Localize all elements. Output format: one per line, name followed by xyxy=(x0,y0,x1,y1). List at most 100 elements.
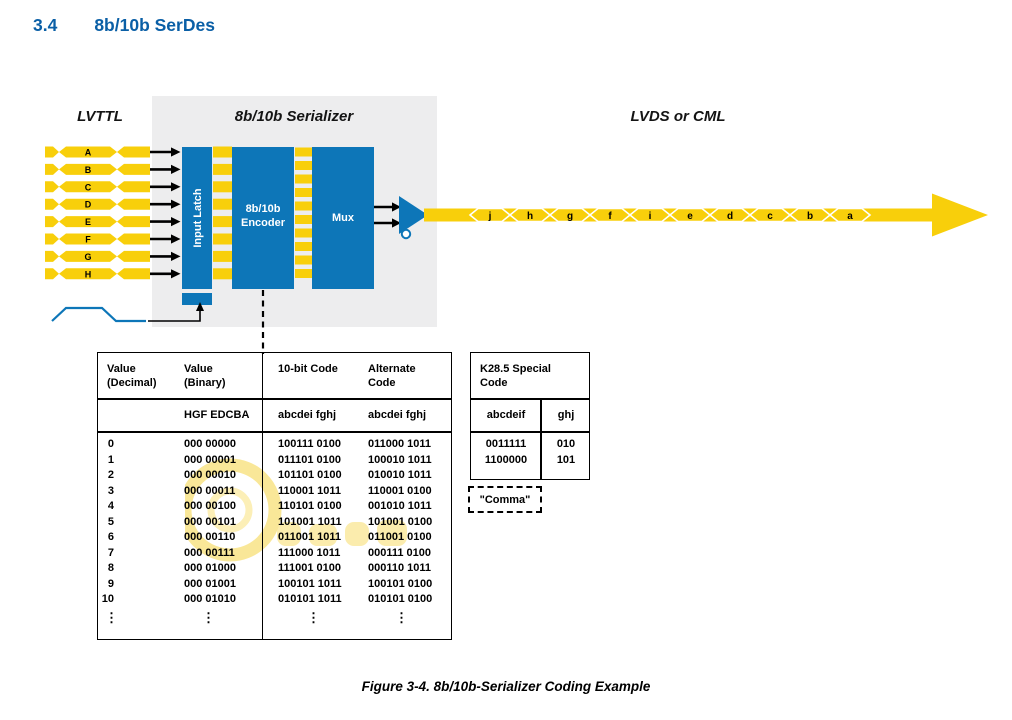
input-arrowhead-icon xyxy=(171,147,181,157)
table-cell: 100111 0100 xyxy=(278,438,342,450)
input-arrowhead-icon xyxy=(171,234,181,244)
section-number: 3.4 xyxy=(33,15,58,35)
subheader-code: abcdei fghj xyxy=(278,409,337,421)
bus-stripe xyxy=(295,174,312,184)
signal-stub xyxy=(117,198,150,210)
signal-stub xyxy=(45,163,59,175)
encoder-block xyxy=(232,147,294,289)
stream-cell-label: c xyxy=(767,211,773,222)
bus-stripe xyxy=(295,147,312,157)
serial-arrowhead xyxy=(932,193,988,237)
table-cell: 010010 1011 xyxy=(368,469,432,481)
ellipsis: ⋮ xyxy=(307,610,320,625)
mux-block xyxy=(312,147,374,289)
bus-stripe xyxy=(295,188,312,197)
table-cell: 5 xyxy=(107,515,114,528)
table-rule xyxy=(98,431,451,433)
col-header-decimal: Value(Decimal) xyxy=(107,363,157,389)
input-arrowhead-icon xyxy=(171,217,181,227)
bus-stripe xyxy=(213,268,232,280)
table-cell: 000 00011 xyxy=(184,484,236,497)
table-cell: 10 xyxy=(101,593,114,605)
table-cell: 011001 0100 xyxy=(368,531,432,543)
comma-label: "Comma" xyxy=(479,493,531,506)
table-cell: 000 01001 xyxy=(184,577,236,590)
table-cell: 111000 1011 xyxy=(278,546,341,559)
signal-stub xyxy=(45,146,59,158)
signal-stub xyxy=(117,268,150,280)
signal-stub xyxy=(45,216,59,228)
stream-cell-label: f xyxy=(608,211,612,222)
signal-label: C xyxy=(85,182,92,192)
ellipsis: ⋮ xyxy=(202,610,215,625)
ellipsis-row: ⋮ ⋮ ⋮ ⋮ xyxy=(98,611,451,635)
table-cell: 7 xyxy=(107,546,114,559)
output-driver-triangle xyxy=(399,196,428,234)
input-signal: F xyxy=(45,233,181,245)
table-cell: 1 xyxy=(107,453,114,466)
table-rule xyxy=(471,431,589,433)
k-table-cell: 101 xyxy=(556,453,576,466)
signal-stub xyxy=(117,250,150,262)
mux-label: Mux xyxy=(332,212,355,224)
table-cell: 100010 1011 xyxy=(368,453,432,466)
bus-stripe xyxy=(295,255,312,265)
k285-subheader-ghj: ghj xyxy=(557,408,575,421)
stream-cell-shape xyxy=(828,207,872,223)
table-cell: 000 00111 xyxy=(184,546,235,559)
stream-cell: a xyxy=(828,207,872,223)
bus-stripe xyxy=(295,215,312,224)
signal-cell xyxy=(59,268,117,280)
input-latch-tab xyxy=(182,293,212,305)
bus-stripe xyxy=(295,269,312,278)
clock-arrow xyxy=(148,302,204,322)
bus-stripe xyxy=(295,242,312,251)
table-cell: 011101 0100 xyxy=(278,453,342,466)
table-cell: 9 xyxy=(107,577,114,590)
table-cell: 000 01010 xyxy=(184,593,236,605)
input-arrowhead-icon xyxy=(171,269,181,279)
subheader-binary: HGF EDCBA xyxy=(184,409,250,421)
comma-callout: "Comma" xyxy=(468,486,542,513)
table-cell: 101001 1011 xyxy=(278,515,342,528)
signal-stub xyxy=(117,146,150,158)
code-table: Value(Decimal) Value(Binary) 10-bit Code… xyxy=(97,352,452,640)
table-cell: 0 xyxy=(107,438,114,450)
input-latch-block xyxy=(182,147,212,289)
bus-stripe xyxy=(295,201,312,211)
input-latch-label: Input Latch xyxy=(192,188,204,248)
encoder-label-line1: 8b/10b xyxy=(246,203,281,215)
input-signal: C xyxy=(45,181,181,193)
signal-label: F xyxy=(85,235,91,245)
table-cell: 000 00110 xyxy=(184,531,236,543)
signal-stub xyxy=(117,163,150,175)
bus-stripe xyxy=(295,161,312,170)
input-arrowhead-icon xyxy=(171,182,181,192)
table-cell: 111001 0100 xyxy=(278,562,342,574)
serdes-diagram: LVTTL 8b/10b Serializer LVDS or CML ABCD… xyxy=(45,96,988,354)
stream-cell-label: g xyxy=(567,211,573,222)
input-signal: B xyxy=(45,163,181,175)
stream-cell: i xyxy=(628,207,672,223)
bus-stripe xyxy=(213,146,232,158)
signal-cell xyxy=(59,250,117,262)
table-cell: 010101 1011 xyxy=(278,593,342,605)
input-signal: G xyxy=(45,250,181,262)
stream-cell-label: i xyxy=(649,211,652,222)
table-cell: 100101 1011 xyxy=(278,577,342,590)
stream-cell: b xyxy=(788,207,832,223)
signal-stub xyxy=(45,181,59,193)
zone-label-lvttl: LVTTL xyxy=(77,108,123,125)
signal-cell xyxy=(59,146,117,158)
signal-stub xyxy=(117,233,150,245)
stream-cell: e xyxy=(668,207,712,223)
bus-stripe xyxy=(213,216,232,228)
